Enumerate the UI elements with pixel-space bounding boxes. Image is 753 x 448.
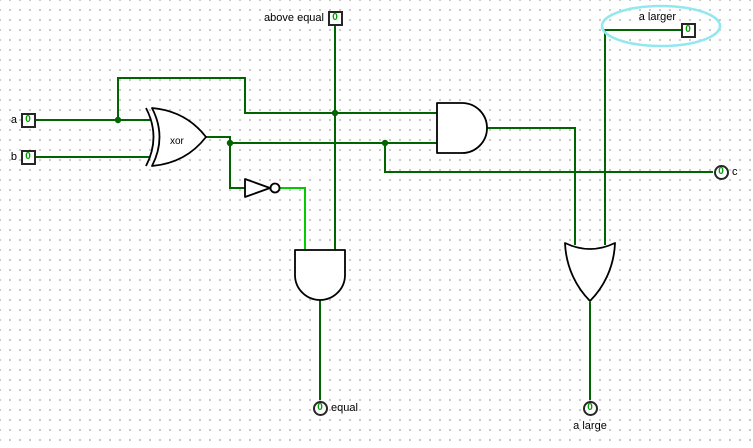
xor-gate-label: xor: [170, 136, 185, 147]
pin-equal-value: 0: [317, 402, 323, 413]
wire-junction: [331, 109, 339, 117]
pin-above-equal-value: 0: [332, 12, 338, 23]
pin-c: 0: [713, 164, 729, 180]
xor-gate-arc: [145, 107, 155, 167]
and-gate-bottom-body: [294, 249, 346, 301]
pin-a-large-label: a large: [573, 420, 607, 432]
pin-above-equal-label: above equal: [264, 12, 324, 24]
wire-and-to-or: [487, 127, 576, 245]
and-gate-top-body: [436, 102, 488, 154]
pin-above-equal[interactable]: 0: [327, 10, 343, 26]
pin-a-large: 0: [582, 400, 598, 416]
wire-a-larger-to-or: [604, 29, 681, 245]
or-gate-body: [564, 242, 616, 302]
not-bubble: [269, 182, 281, 194]
pin-b-label: b: [10, 151, 17, 163]
not-gate: [244, 178, 281, 198]
wire-junction: [381, 139, 389, 147]
pin-c-label: c: [732, 166, 738, 178]
wire-junction: [226, 139, 234, 147]
and-gate-top: [436, 102, 488, 154]
pin-a[interactable]: 0: [20, 112, 36, 128]
wire-xor-to-c: [384, 143, 713, 173]
wire-not-to-and: [280, 187, 306, 250]
highlight-annotation-ellipse: [600, 4, 722, 48]
pin-b-value: 0: [25, 151, 31, 162]
and-gate-bottom: [294, 249, 346, 301]
wire-a-branch-to-and: [117, 77, 437, 120]
pin-equal: 0: [312, 400, 328, 416]
pin-a-large-value: 0: [587, 402, 593, 413]
pin-b[interactable]: 0: [20, 149, 36, 165]
pin-a-label: a: [10, 114, 17, 126]
or-gate: [564, 242, 616, 302]
wire-xor-to-not: [205, 136, 245, 189]
not-gate-body: [244, 178, 271, 198]
xor-gate: xor: [145, 107, 207, 167]
pin-equal-label: equal: [331, 402, 358, 414]
pin-a-larger-value: 0: [685, 24, 691, 35]
pin-a-larger-label: a larger: [638, 11, 676, 23]
wire-junction: [114, 116, 122, 124]
xor-gate-body: [151, 107, 207, 167]
pin-a-value: 0: [25, 114, 31, 125]
pin-c-value: 0: [718, 166, 724, 177]
pin-a-larger[interactable]: 0: [680, 22, 696, 38]
